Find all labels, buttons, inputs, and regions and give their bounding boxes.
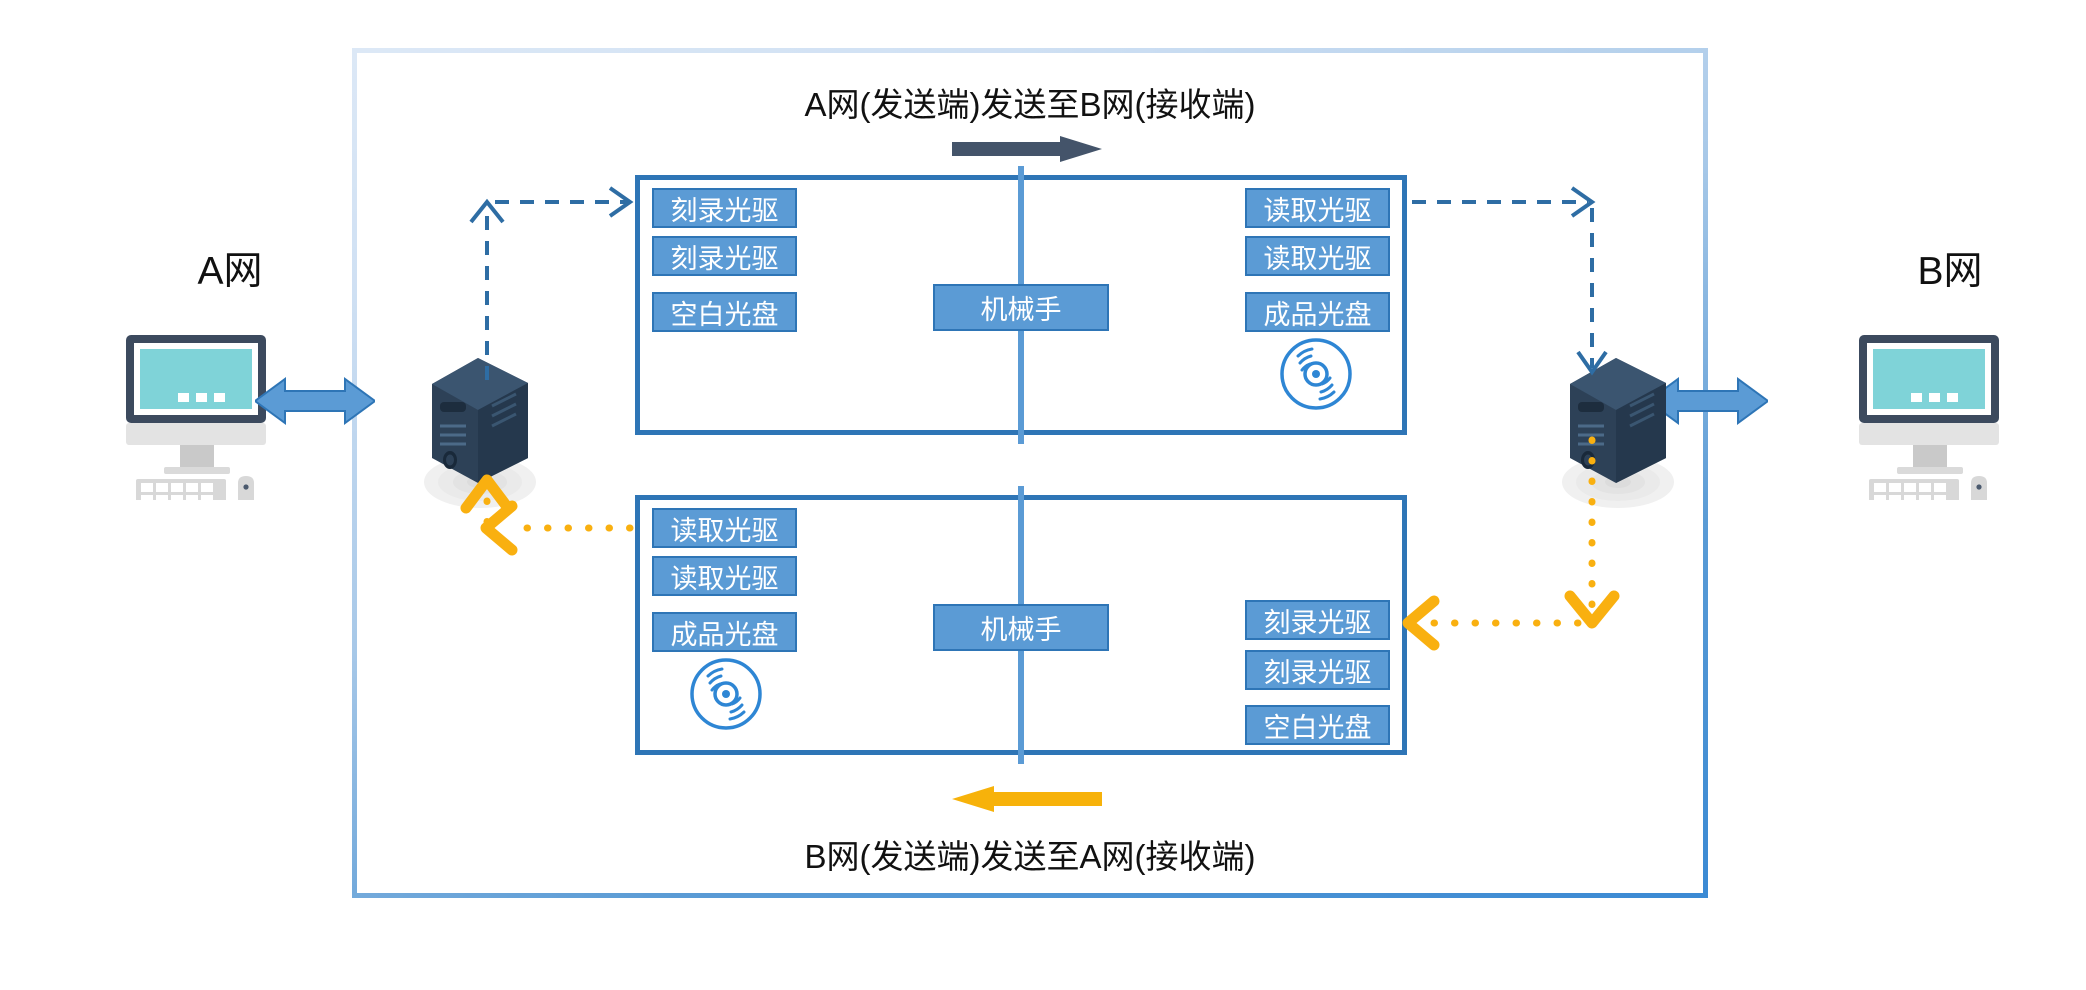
network-b-label: B网 (1917, 250, 1983, 293)
slot-bottom-right-3[interactable]: 空白光盘 (1245, 705, 1390, 745)
robot-arm-label-top: 机械手 (933, 284, 1109, 331)
network-a-label: A网 (197, 250, 263, 293)
optical-disc-icon (688, 656, 764, 732)
arrow-right-icon (952, 136, 1102, 162)
top-burner-unit: 刻录光驱 刻录光驱 空白光盘 读取光驱 读取光驱 成品光盘 机械手 (635, 166, 1407, 444)
slot-top-left-2[interactable]: 刻录光驱 (652, 236, 797, 276)
slot-top-right-2[interactable]: 读取光驱 (1245, 236, 1390, 276)
slot-top-right-1[interactable]: 读取光驱 (1245, 188, 1390, 228)
slot-bottom-left-3[interactable]: 成品光盘 (652, 612, 797, 652)
arrow-left-icon (952, 786, 1102, 812)
slot-bottom-left-2[interactable]: 读取光驱 (652, 556, 797, 596)
slot-bottom-left-1[interactable]: 读取光驱 (652, 508, 797, 548)
slot-bottom-right-2[interactable]: 刻录光驱 (1245, 650, 1390, 690)
desktop-computer-icon (1845, 335, 2015, 519)
slot-top-right-3[interactable]: 成品光盘 (1245, 292, 1390, 332)
bottom-flow-title: B网(发送端)发送至A网(接收端) (804, 838, 1256, 875)
bottom-burner-unit: 读取光驱 读取光驱 成品光盘 刻录光驱 刻录光驱 空白光盘 机械手 (635, 486, 1407, 764)
slot-top-left-3[interactable]: 空白光盘 (652, 292, 797, 332)
slot-top-left-1[interactable]: 刻录光驱 (652, 188, 797, 228)
server-tower-icon (1558, 350, 1678, 520)
robot-arm-label-bottom: 机械手 (933, 604, 1109, 651)
optical-disc-icon (1278, 336, 1354, 412)
slot-bottom-right-1[interactable]: 刻录光驱 (1245, 600, 1390, 640)
server-tower-icon (420, 350, 540, 520)
desktop-computer-icon (112, 335, 282, 519)
top-flow-title: A网(发送端)发送至B网(接收端) (804, 86, 1256, 123)
double-headed-arrow-icon (253, 370, 377, 432)
